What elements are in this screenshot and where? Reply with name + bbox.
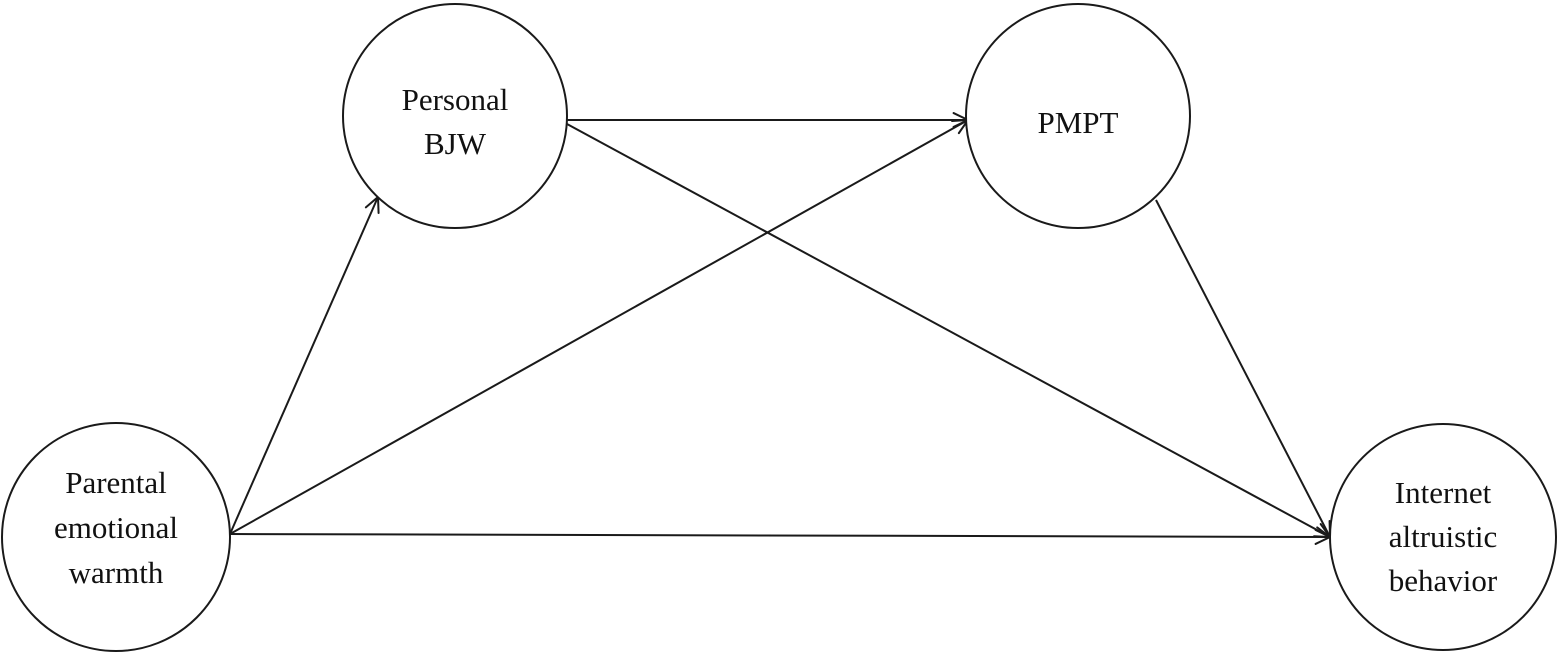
edge-line bbox=[566, 123, 1331, 538]
edge-pmpt-to-internet-altruistic-behavior bbox=[1155, 199, 1332, 540]
node-label: behavior bbox=[1389, 563, 1498, 598]
node-circle bbox=[1, 422, 231, 652]
node-circle bbox=[1329, 423, 1557, 651]
edge-line bbox=[229, 119, 969, 535]
node-label: altruistic bbox=[1389, 519, 1497, 554]
edge-personal-bjw-to-pmpt bbox=[567, 112, 971, 128]
node-label: Internet bbox=[1395, 475, 1492, 510]
node-label: BJW bbox=[424, 126, 487, 161]
node-pmpt: PMPT bbox=[965, 3, 1191, 229]
edge-parental-emotional-warmth-to-internet-altruistic-behavior bbox=[229, 529, 1333, 545]
node-circle bbox=[965, 3, 1191, 229]
node-label: Parental bbox=[65, 465, 167, 500]
node-label: warmth bbox=[69, 555, 164, 590]
edge-parental-emotional-warmth-to-pmpt bbox=[229, 118, 971, 535]
node-label: emotional bbox=[54, 510, 178, 545]
edge-line bbox=[1155, 199, 1331, 538]
edges bbox=[229, 112, 1333, 545]
node-internet-altruistic-behavior: Internet altruistic behavior bbox=[1329, 423, 1557, 651]
node-circle bbox=[342, 3, 568, 229]
node-parental-emotional-warmth: Parental emotional warmth bbox=[1, 422, 231, 652]
node-label: PMPT bbox=[1038, 105, 1119, 140]
edge-parental-emotional-warmth-to-personal-bjw bbox=[229, 194, 380, 535]
edge-personal-bjw-to-internet-altruistic-behavior bbox=[566, 123, 1333, 539]
node-label: Personal bbox=[402, 82, 509, 117]
edge-line bbox=[229, 533, 1331, 538]
edge-line bbox=[229, 196, 379, 535]
